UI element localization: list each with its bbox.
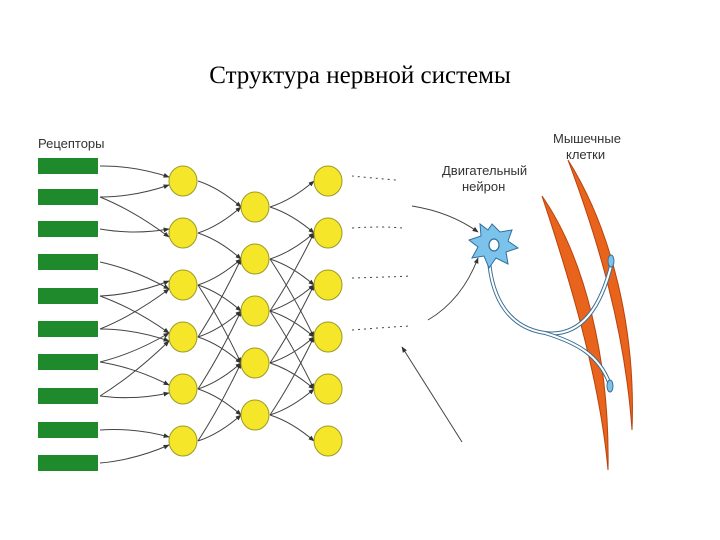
receptor-7 <box>38 354 98 370</box>
neuron-layer3-4 <box>313 321 343 353</box>
receptor-1 <box>38 158 98 174</box>
neuron-layer2-4 <box>240 347 270 379</box>
neuron-layer3-6 <box>313 425 343 457</box>
incoming-signal-lines <box>351 175 479 443</box>
neuron-layer1-5 <box>168 373 198 405</box>
neuron-layer1-4 <box>168 321 198 353</box>
neuron-network <box>168 165 343 457</box>
muscle-cell-1 <box>541 195 609 471</box>
receptor-link-14 <box>99 288 170 330</box>
receptors-label: Рецепторы <box>38 136 105 151</box>
motor-neuron-nucleus <box>488 238 500 252</box>
layer1-layer2-link-11 <box>197 388 242 416</box>
neuron-layer2-5 <box>240 399 270 431</box>
receptor-9 <box>38 422 98 438</box>
neuron-layer3-2 <box>313 217 343 249</box>
receptor-column <box>38 158 98 471</box>
layer1-layer2-link-3 <box>197 232 242 260</box>
motor-neuron <box>467 222 615 393</box>
synapse-connections <box>99 165 315 464</box>
receptor-2 <box>38 189 98 205</box>
muscle-cells-label-line2: клетки <box>566 147 605 162</box>
layer1-layer2-link-5 <box>197 284 242 312</box>
layer2-layer3-link-13 <box>269 414 315 442</box>
motor-neuron-label-line2: нейрон <box>462 179 505 194</box>
neuron-layer3-5 <box>313 373 343 405</box>
muscle-cell-2 <box>567 159 633 431</box>
receptor-8 <box>38 388 98 404</box>
neuron-layer2-2 <box>240 243 270 275</box>
layer2-layer3-link-7 <box>269 310 315 338</box>
neuron-layer3-1 <box>313 165 343 197</box>
layer2-layer3-link-12 <box>269 388 315 416</box>
muscle-cells <box>541 159 633 471</box>
neuron-layer2-1 <box>240 191 270 223</box>
layer2-layer3-link-4 <box>269 258 315 286</box>
layer1-layer2-link-7 <box>197 258 242 338</box>
receptor-link-5 <box>99 261 170 290</box>
receptor-link-10 <box>99 361 170 386</box>
layer1-layer2-link-2 <box>197 206 242 234</box>
muscle-cells-label-line1: Мышечные <box>553 131 621 146</box>
receptor-link-13 <box>99 444 170 464</box>
slide-title: Структура нервной системы <box>209 62 511 89</box>
layer1-layer2-link-10 <box>197 310 242 390</box>
neuron-layer1-1 <box>168 165 198 197</box>
motor-neuron-label-line1: Двигательный <box>442 163 527 178</box>
layer2-layer3-link-1 <box>269 180 315 208</box>
receptor-5 <box>38 288 98 304</box>
neuron-layer1-2 <box>168 217 198 249</box>
receptor-4 <box>38 254 98 270</box>
receptor-link-2 <box>99 184 170 198</box>
receptor-link-15 <box>99 340 170 397</box>
receptor-link-6 <box>99 280 170 297</box>
layer1-layer2-link-12 <box>197 414 242 442</box>
receptor-10 <box>38 455 98 471</box>
receptor-3 <box>38 221 98 237</box>
receptor-link-7 <box>99 295 170 334</box>
neuron-layer1-6 <box>168 425 198 457</box>
receptor-link-4 <box>99 227 170 233</box>
receptor-link-9 <box>99 332 170 363</box>
layer2-layer3-link-11 <box>269 284 315 364</box>
layer2-layer3-link-14 <box>269 336 315 416</box>
layer1-layer2-link-1 <box>197 180 242 208</box>
neuron-layer2-3 <box>240 295 270 327</box>
receptor-link-12 <box>99 428 170 438</box>
neuron-layer1-3 <box>168 269 198 301</box>
receptor-link-8 <box>99 328 170 342</box>
receptor-link-11 <box>99 391 170 399</box>
receptor-link-3 <box>99 196 170 238</box>
layer2-layer3-link-5 <box>269 258 315 338</box>
layer1-layer2-link-13 <box>197 362 242 442</box>
receptor-link-1 <box>99 165 170 178</box>
layer2-layer3-link-15 <box>269 310 315 390</box>
layer2-layer3-link-8 <box>269 232 315 312</box>
neuron-layer3-3 <box>313 269 343 301</box>
layer2-layer3-link-2 <box>269 206 315 234</box>
layer1-layer2-link-14 <box>197 284 242 364</box>
receptor-6 <box>38 321 98 337</box>
